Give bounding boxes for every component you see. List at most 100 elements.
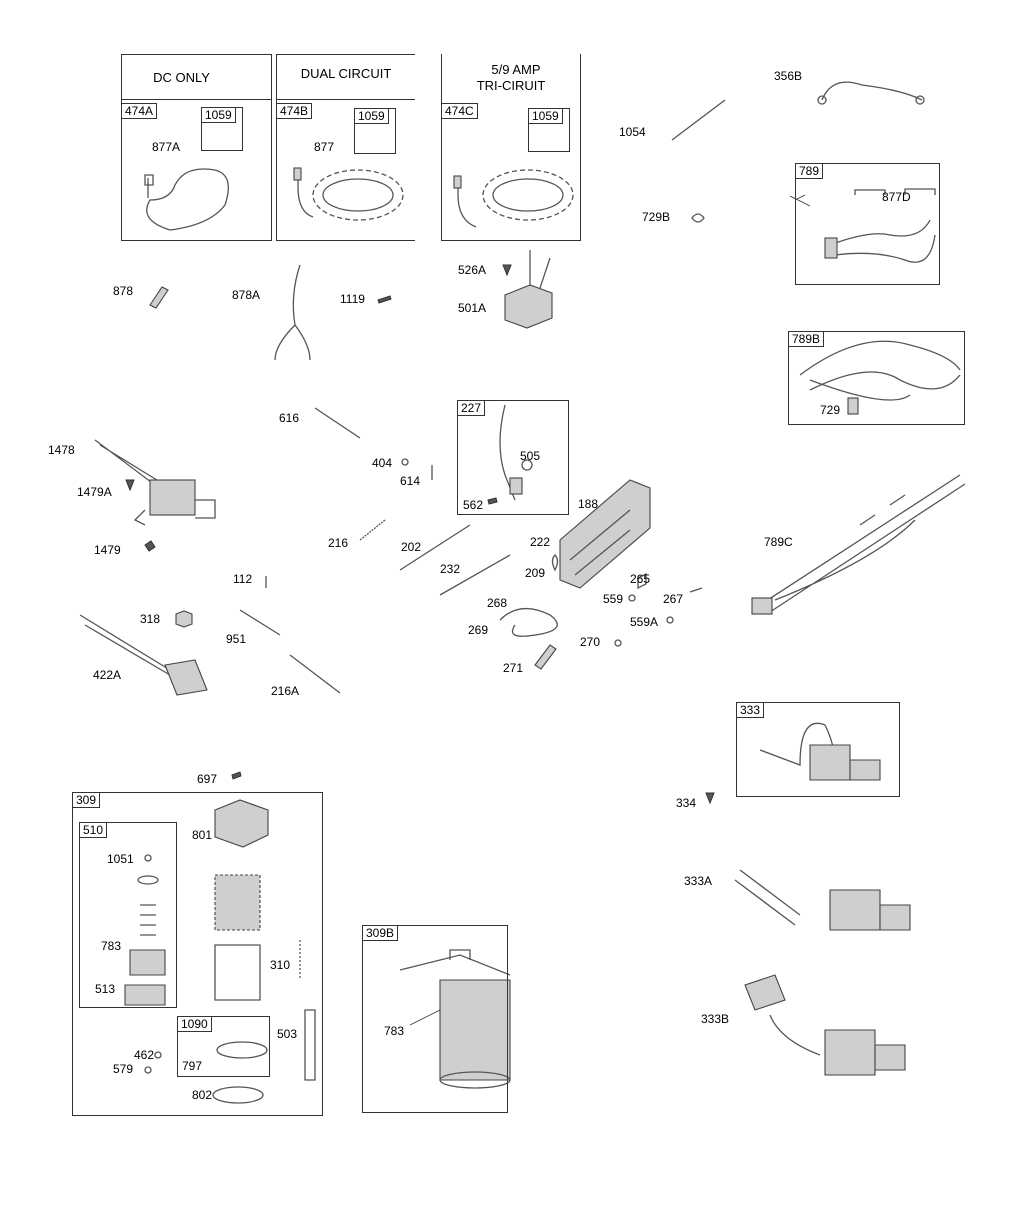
stator-dc-only-icon (144, 168, 229, 231)
terminal-878-icon (149, 286, 169, 309)
part-label-505: 505 (520, 449, 541, 463)
wire-878a-icon (274, 264, 311, 361)
stator-tri-icon (453, 169, 574, 228)
part-label-1054: 1054 (619, 125, 646, 139)
springs-small-icon (551, 554, 703, 593)
part-label-579: 579 (113, 1062, 134, 1076)
stator-dual-icon (293, 167, 404, 221)
part-label-877: 877 (314, 140, 335, 154)
governor-bracket-icon (559, 479, 651, 589)
part-label-267: 267 (663, 592, 684, 606)
part-label-783-a: 783 (101, 939, 122, 953)
part-label-783-b: 783 (384, 1024, 405, 1038)
part-label-877D: 877D (882, 190, 911, 204)
box-789 (795, 163, 940, 285)
kit-tri-sub-tag: 1059 (528, 108, 563, 124)
part-label-334: 334 (676, 796, 697, 810)
nut-318-icon (175, 610, 193, 628)
part-label-559: 559 (603, 592, 624, 606)
part-label-232: 232 (440, 562, 461, 576)
kit-dual-tag: 474B (276, 103, 313, 119)
part-label-877A: 877A (152, 140, 181, 154)
box-227 (457, 400, 569, 515)
harness-789c-icon (751, 474, 966, 615)
part-label-422A: 422A (93, 668, 122, 682)
part-label-265: 265 (630, 572, 651, 586)
bracket-422a-icon (79, 614, 208, 696)
part-label-697: 697 (197, 772, 218, 786)
box-309B (362, 925, 508, 1113)
solenoid-icon (94, 439, 216, 526)
part-label-562: 562 (463, 498, 484, 512)
clip-icon (691, 213, 705, 223)
part-label-729B: 729B (642, 210, 671, 224)
kit-dc-only-tag: 474A (121, 103, 158, 119)
kit-tri-header-line1: 5/9 AMP (491, 62, 541, 77)
part-label-729: 729 (820, 403, 841, 417)
part-label-271: 271 (503, 661, 524, 675)
part-label-1478: 1478 (48, 443, 75, 457)
starter-309b-icon (399, 949, 511, 1089)
cable-268-icon (499, 608, 558, 637)
screw-334-icon (705, 792, 715, 805)
part-label-1479A: 1479A (77, 485, 112, 499)
part-label-462: 462 (134, 1048, 155, 1062)
ground-wire-icon (821, 81, 923, 101)
part-label-209: 209 (525, 566, 546, 580)
kit-dual-header-box (276, 54, 415, 100)
kit-tri-box (441, 54, 581, 241)
starter-parts-icon (124, 799, 316, 1104)
part-label-501A: 501A (458, 301, 487, 315)
kit-dual-sub-tag: 1059 (354, 108, 389, 124)
part-label-801: 801 (192, 828, 213, 842)
part-label-216A: 216A (271, 684, 300, 698)
part-label-951: 951 (226, 632, 247, 646)
part-label-202: 202 (401, 540, 422, 554)
screw-697-icon (231, 771, 242, 780)
kit-dual-header: DUAL CIRCUIT (300, 66, 392, 81)
box-789B (788, 331, 965, 425)
part-label-797: 797 (182, 1059, 203, 1073)
rod-616-icon (314, 407, 361, 439)
box-789-tag: 789 (795, 163, 824, 179)
part-label-310: 310 (270, 958, 291, 972)
box-333 (736, 702, 900, 797)
part-label-188: 188 (578, 497, 599, 511)
kit-dc-only-sub-tag: 1059 (201, 107, 236, 123)
part-label-878A: 878A (232, 288, 261, 302)
part-label-513: 513 (95, 982, 116, 996)
box-1090-tag: 1090 (177, 1016, 212, 1032)
kit-dc-only-header-box (121, 54, 272, 100)
part-label-268: 268 (487, 596, 508, 610)
kit-tri-tag: 474C (441, 103, 478, 119)
part-label-269: 269 (468, 623, 489, 637)
kit-dc-only-header: DC ONLY (153, 70, 210, 85)
part-label-333B: 333B (701, 1012, 730, 1026)
part-label-222: 222 (530, 535, 551, 549)
part-label-878: 878 (113, 284, 134, 298)
ignition-coil-333-icon (759, 722, 881, 781)
part-label-404: 404 (372, 456, 393, 470)
box-1090 (177, 1016, 270, 1077)
part-label-614: 614 (400, 474, 421, 488)
box-227-tag: 227 (457, 400, 486, 416)
box-789B-tag: 789B (788, 331, 825, 347)
part-label-789C: 789C (764, 535, 793, 549)
screw-1119-icon (377, 295, 392, 304)
harness-789-icon (824, 188, 936, 263)
cable-tie-icon (671, 99, 726, 141)
part-label-616: 616 (279, 411, 300, 425)
part-label-1479: 1479 (94, 543, 121, 557)
link-202-icon (399, 524, 471, 571)
part-label-216: 216 (328, 536, 349, 550)
lever-271-icon (534, 644, 557, 670)
box-510-tag: 510 (79, 822, 108, 838)
part-label-559A: 559A (630, 615, 659, 629)
bracket-951-icon (239, 609, 281, 636)
kit-tri-header-line2: TRI-CIRUIT (476, 78, 546, 93)
link-216a-icon (289, 654, 341, 694)
part-label-1119: 1119 (340, 292, 365, 306)
part-label-503: 503 (277, 1027, 298, 1041)
box-309 (72, 792, 323, 1116)
